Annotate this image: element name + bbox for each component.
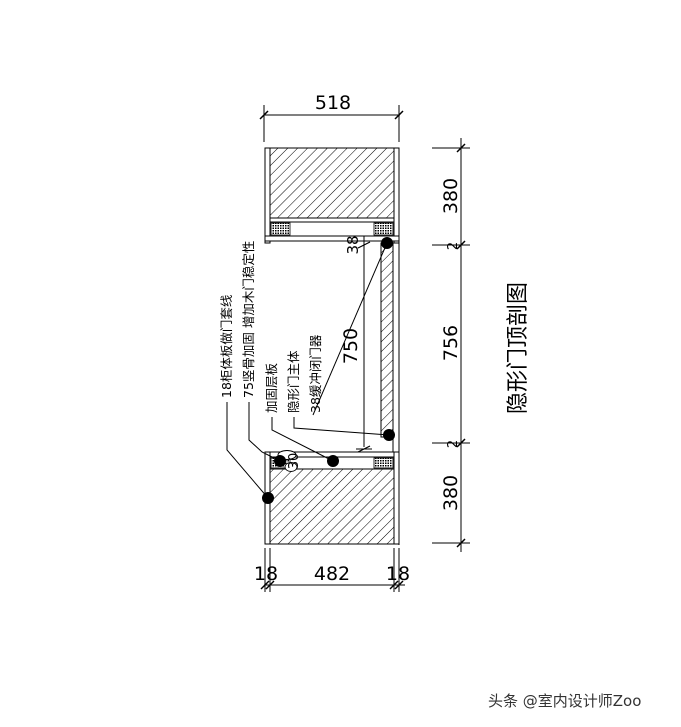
note-door-body: 隐形门主体 — [286, 350, 301, 413]
opening-width-label: 750 — [340, 328, 362, 364]
opening-dimension: 750 38 — [340, 235, 372, 453]
leader-closer — [312, 242, 388, 416]
right-top-label: 380 — [440, 178, 462, 214]
top-offset-label: 38 — [344, 235, 362, 254]
annotations: 18柜体板做门套线 75竖骨加固 增加木门稳定性 加固层板 隐形门主体 38缓冲… — [219, 241, 390, 499]
note-stud: 75竖骨加固 增加木门稳定性 — [241, 241, 256, 398]
inner-width-label: 482 — [314, 563, 350, 585]
right-dimension: 380 2 756 2 380 — [432, 138, 470, 552]
top-width-label: 518 — [315, 92, 351, 114]
watermark: 头条 @室内设计师Zoo — [488, 692, 642, 710]
drawing-title: 隐形门顶剖图 — [506, 282, 531, 414]
note-closer: 38缓冲闭门器 — [308, 334, 323, 413]
left-panel-label: 18 — [254, 563, 278, 585]
top-dimension: 518 — [259, 92, 404, 142]
right-gap-bottom-label: 2 — [446, 440, 461, 448]
right-panel-label: 18 — [386, 563, 410, 585]
top-cabinet — [264, 147, 400, 244]
bottom-dimension: 18 482 18 — [254, 548, 410, 592]
right-gap-top-label: 2 — [446, 242, 461, 250]
bottom-cabinet: 30 — [262, 450, 400, 545]
note-shelf: 加固层板 — [264, 362, 279, 413]
right-middle-label: 756 — [440, 325, 462, 361]
note-trim: 18柜体板做门套线 — [219, 294, 234, 398]
small-dim-label: 30 — [287, 453, 302, 470]
right-bottom-label: 380 — [440, 475, 462, 511]
